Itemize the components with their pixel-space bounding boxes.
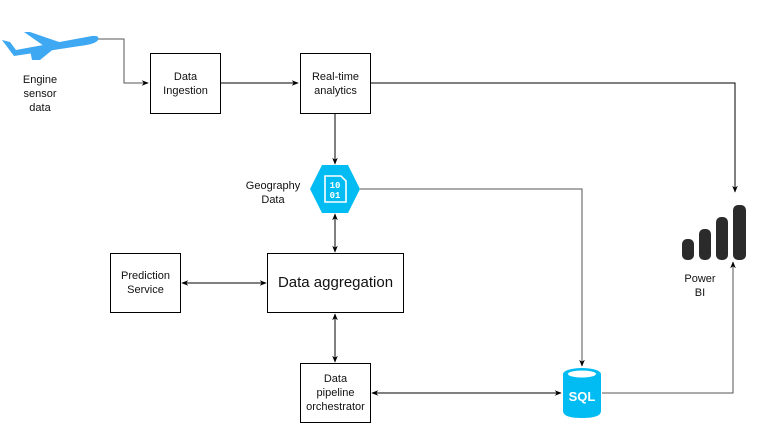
edge-realtime-to-powerbi	[370, 82, 738, 193]
data-ingestion-label: Data Ingestion	[163, 70, 208, 97]
engine-sensor-label: Engine sensor data	[22, 74, 58, 114]
svg-text:01: 01	[330, 191, 341, 201]
power-bi-label: Power BI	[684, 273, 716, 299]
binary-data-icon[interactable]: 10 01	[310, 165, 360, 213]
data-pipeline-orchestrator-label: Data pipeline orchestrator	[306, 373, 365, 413]
prediction-service-label: Prediction Service	[121, 270, 170, 296]
airplane-icon	[2, 32, 99, 60]
svg-text:10: 10	[330, 181, 341, 191]
realtime-analytics-label: Real-time analytics	[311, 70, 360, 97]
geography-data-label: Geography Data	[245, 180, 301, 206]
edge-sql-to-powerbi	[602, 261, 736, 394]
data-pipeline-orchestrator-node[interactable]: Data pipeline orchestrator	[300, 363, 371, 423]
data-aggregation-node[interactable]: Data aggregation	[267, 253, 404, 313]
edge-geography-to-sql	[360, 188, 585, 367]
prediction-service-node[interactable]: Prediction Service	[110, 253, 181, 313]
edge-engine-to-ingestion	[98, 38, 149, 86]
data-aggregation-label: Data aggregation	[277, 274, 394, 291]
power-bi-icon[interactable]	[681, 203, 749, 261]
sql-label: SQL	[569, 389, 596, 404]
realtime-analytics-node[interactable]: Real-time analytics	[300, 53, 371, 114]
data-ingestion-node[interactable]: Data Ingestion	[150, 53, 221, 114]
sql-database-icon[interactable]: SQL	[562, 367, 602, 419]
